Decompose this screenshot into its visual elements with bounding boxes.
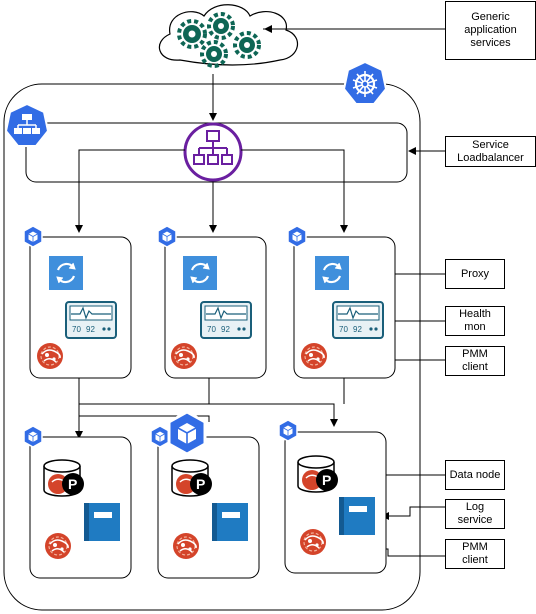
percona-pmm-icon [44, 532, 72, 560]
percona-db-icon: P [171, 459, 212, 497]
monitor-readout-left: 70 [339, 325, 348, 334]
label-health-mon: Health mon [445, 306, 505, 336]
log-book-icon [212, 503, 248, 541]
label-service-loadbalancer: Service Loadbalancer [445, 136, 536, 167]
load-balancer-icon [183, 122, 243, 182]
db-letter: P [196, 476, 205, 492]
heart-monitor-icon: 70 92 [200, 301, 252, 339]
percona-db-icon: P [43, 459, 84, 497]
pod-cube-icon [287, 225, 307, 248]
percona-pmm-icon [172, 532, 200, 560]
percona-db-icon: P [297, 455, 338, 493]
pod-cube-icon [278, 419, 298, 442]
sync-icon [315, 256, 349, 290]
sync-icon [183, 256, 217, 290]
percona-pmm-icon [170, 342, 198, 370]
heart-monitor-icon: 70 92 [332, 301, 384, 339]
monitor-readout-left: 70 [207, 325, 216, 334]
sync-icon [49, 256, 83, 290]
network-icon [4, 102, 50, 147]
cloud-gears-icon [158, 4, 298, 68]
kubernetes-helm-icon [342, 60, 388, 105]
pod-cube-icon [150, 425, 170, 448]
pod-cube-icon [157, 225, 177, 248]
percona-pmm-icon [299, 528, 327, 556]
label-pmm-client-bottom: PMM client [445, 539, 505, 569]
heart-monitor-icon: 70 92 [65, 301, 117, 339]
label-pmm-client-top: PMM client [445, 346, 505, 376]
percona-pmm-icon [300, 342, 328, 370]
monitor-readout-right: 92 [353, 325, 362, 334]
label-log-service: Log service [445, 499, 505, 529]
monitor-readout-right: 92 [221, 325, 230, 334]
log-book-icon [339, 497, 375, 535]
label-data-node: Data node [445, 460, 505, 490]
db-letter: P [322, 472, 331, 488]
db-letter: P [68, 476, 77, 492]
percona-pmm-icon [36, 342, 64, 370]
label-generic-services: Generic application services [445, 1, 536, 60]
label-proxy: Proxy [445, 259, 505, 289]
log-book-icon [84, 503, 120, 541]
pod-cube-icon [23, 225, 43, 248]
pod-cube-icon [23, 425, 43, 448]
large-pod-cube-icon [167, 410, 207, 456]
cluster-boundary [3, 83, 421, 611]
monitor-readout-right: 92 [86, 325, 95, 334]
monitor-readout-left: 70 [72, 325, 81, 334]
